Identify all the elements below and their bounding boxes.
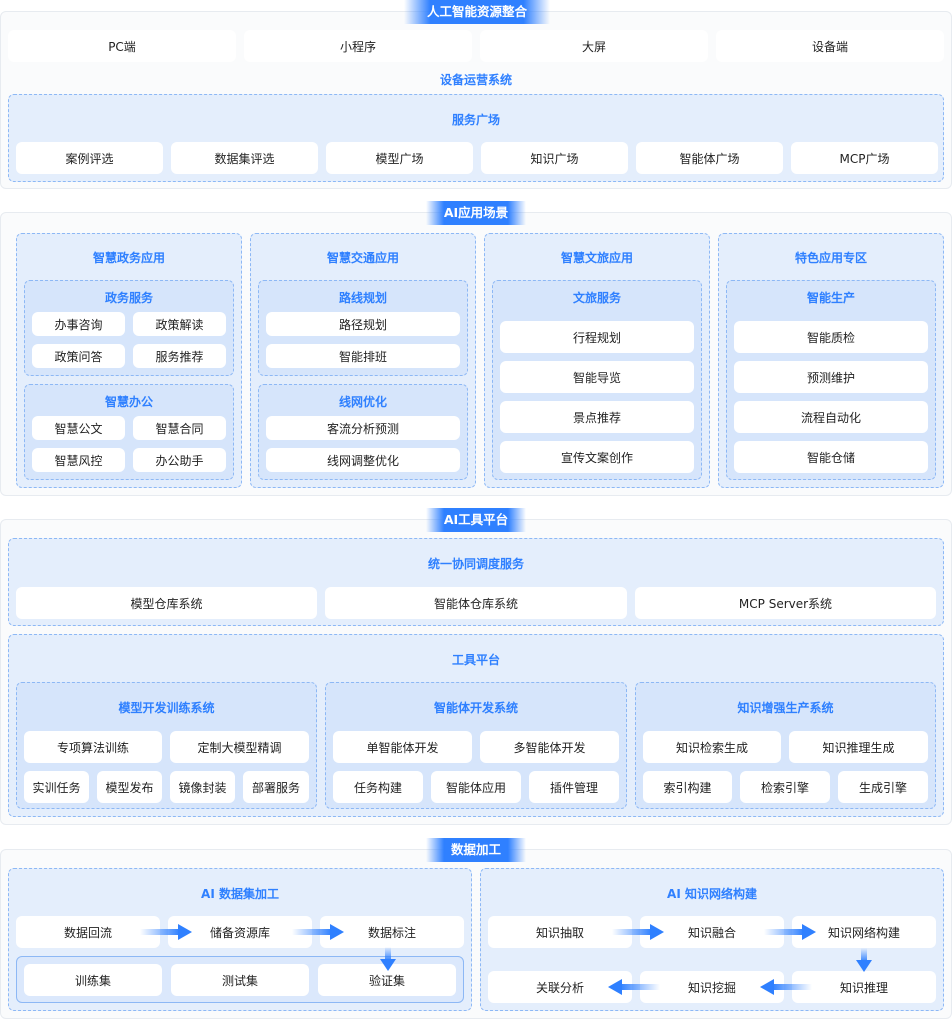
arrow-right-icon — [612, 924, 664, 940]
gov-item-policy-qa[interactable]: 政策问答 — [32, 344, 125, 368]
production-item-automation[interactable]: 流程自动化 — [734, 401, 928, 433]
mcp-server-system[interactable]: MCP Server系统 — [635, 587, 936, 619]
plaza-agent[interactable]: 智能体广场 — [636, 142, 783, 174]
model-dev-title: 模型开发训练系统 — [118, 701, 215, 715]
office-item-risk[interactable]: 智慧风控 — [32, 448, 125, 472]
service-plaza-title: 服务广场 — [451, 113, 500, 127]
arrow-down-icon — [856, 948, 872, 972]
test-set[interactable]: 测试集 — [171, 964, 309, 996]
channel-big-screen[interactable]: 大屏 — [480, 30, 708, 62]
knowledge-search-engine[interactable]: 检索引擎 — [740, 771, 830, 803]
knowledge-index-build[interactable]: 索引构建 — [643, 771, 732, 803]
route-plan-title: 路线规划 — [338, 291, 387, 305]
model-dev-training-task[interactable]: 实训任务 — [24, 771, 89, 803]
agent-dev-single[interactable]: 单智能体开发 — [333, 731, 472, 763]
network-item-flow[interactable]: 客流分析预测 — [266, 416, 460, 440]
reserve-repository[interactable]: 储备资源库 — [168, 916, 312, 948]
section-title-ai-scenarios: AI应用场景 — [426, 201, 526, 225]
knowledge-reasoning-gen[interactable]: 知识推理生成 — [789, 731, 928, 763]
section-title-ai-tools: AI工具平台 — [426, 508, 526, 532]
model-repo-system[interactable]: 模型仓库系统 — [16, 587, 317, 619]
featured-app-title: 特色应用专区 — [794, 251, 867, 265]
gov-item-consult[interactable]: 办事咨询 — [32, 312, 125, 336]
knowledge-extraction[interactable]: 知识抽取 — [488, 916, 632, 948]
arrow-right-icon — [292, 924, 344, 940]
model-dev-deploy[interactable]: 部署服务 — [243, 771, 309, 803]
tourism-app-title: 智慧文旅应用 — [560, 251, 633, 265]
service-plaza-panel — [8, 94, 944, 182]
plaza-case-selection[interactable]: 案例评选 — [16, 142, 163, 174]
plaza-dataset-selection[interactable]: 数据集评选 — [171, 142, 318, 174]
arrow-right-icon — [764, 924, 816, 940]
plaza-knowledge[interactable]: 知识广场 — [481, 142, 628, 174]
tourism-item-guide[interactable]: 智能导览 — [500, 361, 694, 393]
agent-repo-system[interactable]: 智能体仓库系统 — [325, 587, 627, 619]
section-title-data-processing: 数据加工 — [426, 838, 526, 862]
knowledge-network-title: AI 知识网络构建 — [667, 887, 757, 901]
tourism-item-copywriting[interactable]: 宣传文案创作 — [500, 441, 694, 473]
agent-dev-title: 智能体开发系统 — [433, 701, 518, 715]
arrow-down-icon — [380, 947, 396, 971]
knowledge-prod-title: 知识增强生产系统 — [737, 701, 834, 715]
channel-pc[interactable]: PC端 — [8, 30, 236, 62]
plaza-mcp[interactable]: MCP广场 — [791, 142, 938, 174]
agent-dev-plugin[interactable]: 插件管理 — [529, 771, 619, 803]
office-item-assistant[interactable]: 办公助手 — [133, 448, 226, 472]
plaza-model[interactable]: 模型广场 — [326, 142, 473, 174]
office-item-document[interactable]: 智慧公文 — [32, 416, 125, 440]
device-ops-title: 设备运营系统 — [439, 73, 512, 87]
office-item-contract[interactable]: 智慧合同 — [133, 416, 226, 440]
production-item-warehouse[interactable]: 智能仓储 — [734, 441, 928, 473]
model-dev-publish[interactable]: 模型发布 — [97, 771, 162, 803]
arrow-left-icon — [760, 979, 812, 995]
coord-service-title: 统一协同调度服务 — [427, 557, 524, 571]
agent-dev-multi[interactable]: 多智能体开发 — [480, 731, 619, 763]
model-dev-fine-tune[interactable]: 定制大模型精调 — [170, 731, 309, 763]
tourism-service-title: 文旅服务 — [572, 291, 621, 305]
section-title-resource-integration: 人工智能资源整合 — [404, 0, 550, 24]
knowledge-reasoning[interactable]: 知识推理 — [792, 971, 936, 1003]
traffic-app-title: 智慧交通应用 — [326, 251, 399, 265]
route-item-path[interactable]: 路径规划 — [266, 312, 460, 336]
agent-dev-task-build[interactable]: 任务构建 — [333, 771, 423, 803]
data-annotation[interactable]: 数据标注 — [320, 916, 464, 948]
network-item-adjust[interactable]: 线网调整优化 — [266, 448, 460, 472]
data-backflow[interactable]: 数据回流 — [16, 916, 160, 948]
agent-dev-application[interactable]: 智能体应用 — [431, 771, 521, 803]
model-dev-image-pack[interactable]: 镜像封装 — [170, 771, 235, 803]
knowledge-retrieval-gen[interactable]: 知识检索生成 — [643, 731, 781, 763]
production-item-maintenance[interactable]: 预测维护 — [734, 361, 928, 393]
gov-item-service-recommend[interactable]: 服务推荐 — [133, 344, 226, 368]
knowledge-fusion[interactable]: 知识融合 — [640, 916, 784, 948]
arrow-right-icon — [140, 924, 192, 940]
channel-device[interactable]: 设备端 — [716, 30, 944, 62]
smart-production-title: 智能生产 — [806, 291, 855, 305]
gov-service-title: 政务服务 — [104, 291, 153, 305]
gov-app-title: 智慧政务应用 — [92, 251, 165, 265]
dataset-processing-title: AI 数据集加工 — [201, 887, 279, 901]
gov-item-policy-interpret[interactable]: 政策解读 — [133, 312, 226, 336]
knowledge-network-build[interactable]: 知识网络构建 — [792, 916, 936, 948]
tourism-item-itinerary[interactable]: 行程规划 — [500, 321, 694, 353]
channel-mini-program[interactable]: 小程序 — [244, 30, 472, 62]
arrow-left-icon — [608, 979, 660, 995]
route-item-scheduling[interactable]: 智能排班 — [266, 344, 460, 368]
production-item-qc[interactable]: 智能质检 — [734, 321, 928, 353]
tourism-item-spot[interactable]: 景点推荐 — [500, 401, 694, 433]
smart-office-title: 智慧办公 — [104, 395, 153, 409]
tool-platform-title: 工具平台 — [451, 653, 500, 667]
network-opt-title: 线网优化 — [338, 395, 387, 409]
training-set[interactable]: 训练集 — [24, 964, 162, 996]
knowledge-gen-engine[interactable]: 生成引擎 — [838, 771, 928, 803]
model-dev-algo-training[interactable]: 专项算法训练 — [24, 731, 162, 763]
